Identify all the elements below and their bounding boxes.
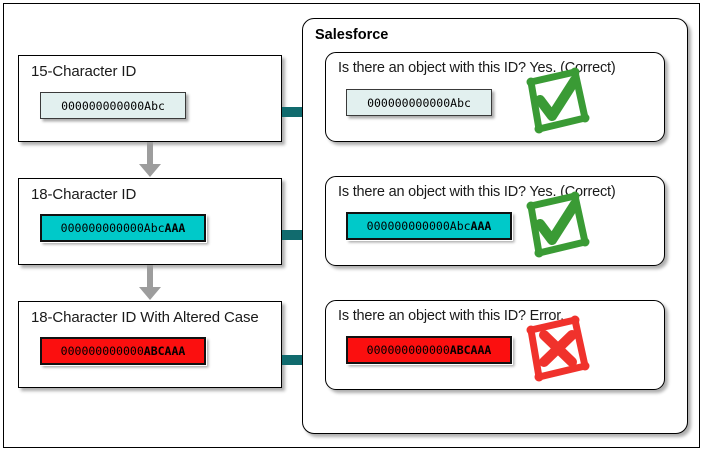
id-mid: Abc (450, 95, 471, 110)
result-question: Is there an object with this ID? Yes. (C… (338, 60, 616, 76)
salesforce-panel: Salesforce Is there an object with this … (302, 18, 688, 434)
id-prefix: 000000000000 (60, 344, 144, 358)
result-card-3: Is there an object with this ID? Error. … (325, 300, 665, 390)
id-suffix: AAA (470, 219, 492, 233)
arrow-shaft (147, 142, 153, 164)
id-mid: Abc (144, 98, 165, 113)
id-suffix: ABCAAA (449, 343, 492, 357)
id-prefix: 000000000000 (367, 95, 451, 110)
arrow-head-icon (139, 164, 161, 177)
result-card-2: Is there an object with this ID? Yes. (C… (325, 176, 665, 266)
flow-arrow-down-2 (139, 265, 161, 300)
result-question: Is there an object with this ID? Error. (338, 308, 564, 324)
id-prefix: 000000000000 (61, 98, 145, 113)
result-question: Is there an object with this ID? Yes. (C… (338, 184, 616, 200)
arrow-head-icon (139, 287, 161, 300)
x-stamp-icon (522, 315, 594, 382)
salesforce-panel-title: Salesforce (315, 27, 389, 43)
check-stamp-icon (522, 191, 594, 258)
card-18-character-id-altered-case: 18-Character ID With Altered Case 000000… (18, 301, 282, 388)
id-suffix: ABCAAA (143, 344, 186, 358)
card-title: 18-Character ID With Altered Case (31, 309, 259, 326)
id-prefix: 000000000000 (366, 219, 450, 233)
id-mid: Abc (143, 221, 165, 235)
flow-arrow-down-1 (139, 142, 161, 177)
check-stamp-icon (522, 67, 594, 134)
id-prefix: 000000000000 (60, 221, 144, 235)
result-card-1: Is there an object with this ID? Yes. (C… (325, 52, 665, 142)
card-title: 15-Character ID (31, 63, 137, 80)
id-suffix: AAA (164, 221, 186, 235)
id-mid: Abc (449, 219, 471, 233)
card-title: 18-Character ID (31, 186, 137, 203)
arrow-shaft (147, 265, 153, 287)
id-prefix: 000000000000 (366, 343, 450, 357)
